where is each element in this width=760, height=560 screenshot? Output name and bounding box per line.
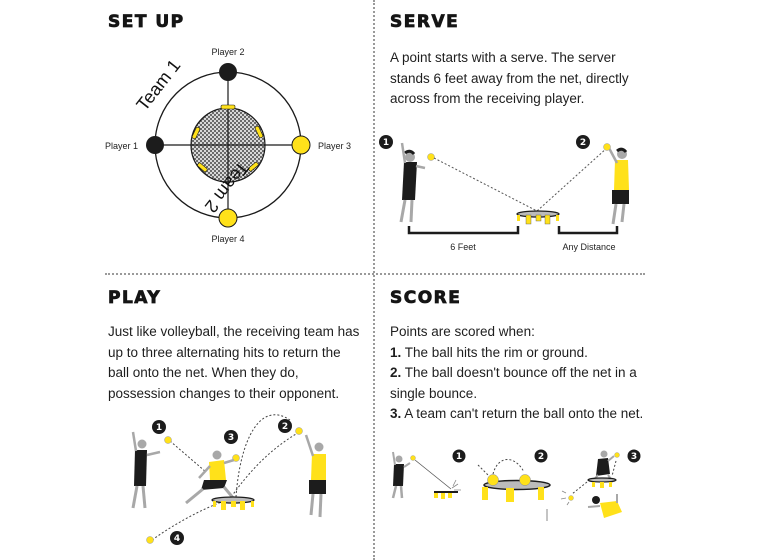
svg-text:2: 2 [282,422,288,432]
player-4-marker [218,208,238,228]
serve-description: A point starts with a serve. The server … [390,48,629,110]
player-4-label: Player 4 [211,234,244,244]
svg-text:2: 2 [580,138,586,148]
setup-diagram: Player 2 Player 1 Player 3 Player 4 Team… [105,47,351,244]
step-badge-1: 1 [379,135,393,149]
any-distance-bracket [557,226,619,235]
any-distance-label: Any Distance [562,242,615,252]
svg-text:1: 1 [156,423,162,433]
play-heading: PLAY [108,288,162,309]
serve-heading: SERVE [390,12,460,33]
serve-text-line: stands 6 feet away from the net, directl… [390,70,629,86]
player-1-marker [146,136,164,154]
serve-illustration: 1 2 [379,135,629,252]
step-badge-2: 2 [278,419,292,433]
step-badge-1: 1 [452,449,466,463]
player-3-label: Player 3 [318,141,351,151]
step-badge-4: 4 [170,531,184,545]
scene-missed-return [560,450,622,518]
player-figure-yellow [304,434,326,518]
svg-text:4: 4 [174,534,180,544]
step-badge-2: 2 [576,135,590,149]
play-text-line: Just like volleyball, the receiving team… [108,324,360,339]
ball-icon [614,452,620,458]
net-icon [211,496,255,510]
rule-text: single bounce. [390,385,478,401]
ball-icon [603,143,611,151]
six-feet-bracket [407,226,520,235]
ball-icon [519,474,531,486]
scene-double-bounce [477,459,551,521]
rule-number: 1. [390,344,402,360]
rule-number: 3. [390,406,402,421]
step-badge-3: 3 [627,449,641,463]
svg-text:1: 1 [456,452,462,462]
setup-heading: SET UP [108,12,185,33]
scene-rim-hit [391,451,461,499]
ball-icon [295,427,303,435]
ball-icon [568,495,574,501]
player-figure-yellow [185,450,236,505]
rule-text: The ball doesn't bounce off the net in a [401,365,637,380]
play-illustration: 1 2 3 4 [131,414,326,545]
score-rule: 2. The ball doesn't bounce off the net i… [390,363,643,384]
server-player-figure [399,142,426,223]
horizontal-divider [105,273,645,275]
ball-icon [427,153,435,161]
svg-text:3: 3 [631,452,637,462]
player-2-label: Player 2 [211,47,244,57]
svg-text:2: 2 [538,452,544,462]
step-badge-2: 2 [534,449,548,463]
serve-text-line: across from the receiving player. [390,91,585,106]
play-text-line: ball onto the net. When they do, [108,365,299,380]
vertical-divider [373,0,375,560]
play-description: Just like volleyball, the receiving team… [108,322,359,404]
receiver-player-figure [607,147,629,225]
play-text-line: possession changes to their opponent. [108,385,340,401]
score-intro: Points are scored when: [390,324,535,339]
svg-text:3: 3 [228,433,234,443]
ball-icon [164,436,172,444]
rule-text: The ball hits the rim or ground. [401,344,588,360]
score-description: Points are scored when: 1. The ball hits… [390,322,643,425]
player-3-marker [291,135,311,155]
rule-number: 2. [390,365,402,380]
net-icon [516,210,560,225]
svg-text:1: 1 [383,138,389,148]
score-heading: SCORE [390,288,462,309]
ball-trajectory [228,433,297,501]
step-badge-3: 3 [224,430,238,444]
player-2-marker [219,63,237,81]
ball-icon [410,455,416,461]
ball-icon [232,454,240,462]
net-legs [191,104,264,173]
play-text-line: up to three alternating hits to return t… [108,344,341,360]
player-figure-dark [131,431,161,509]
player-1-label: Player 1 [105,141,138,151]
score-rule: 1. The ball hits the rim or ground. [390,343,643,364]
serve-text-line: A point starts with a serve. The server [390,50,616,65]
score-rule: 3. A team can't return the ball onto the… [390,404,643,425]
ball-icon [146,536,154,544]
ball-icon [487,474,499,486]
six-feet-label: 6 Feet [450,242,476,252]
step-badge-1: 1 [152,420,166,434]
rule-text: A team can't return the ball onto the ne… [401,406,644,421]
score-rule: single bounce. [390,384,643,405]
